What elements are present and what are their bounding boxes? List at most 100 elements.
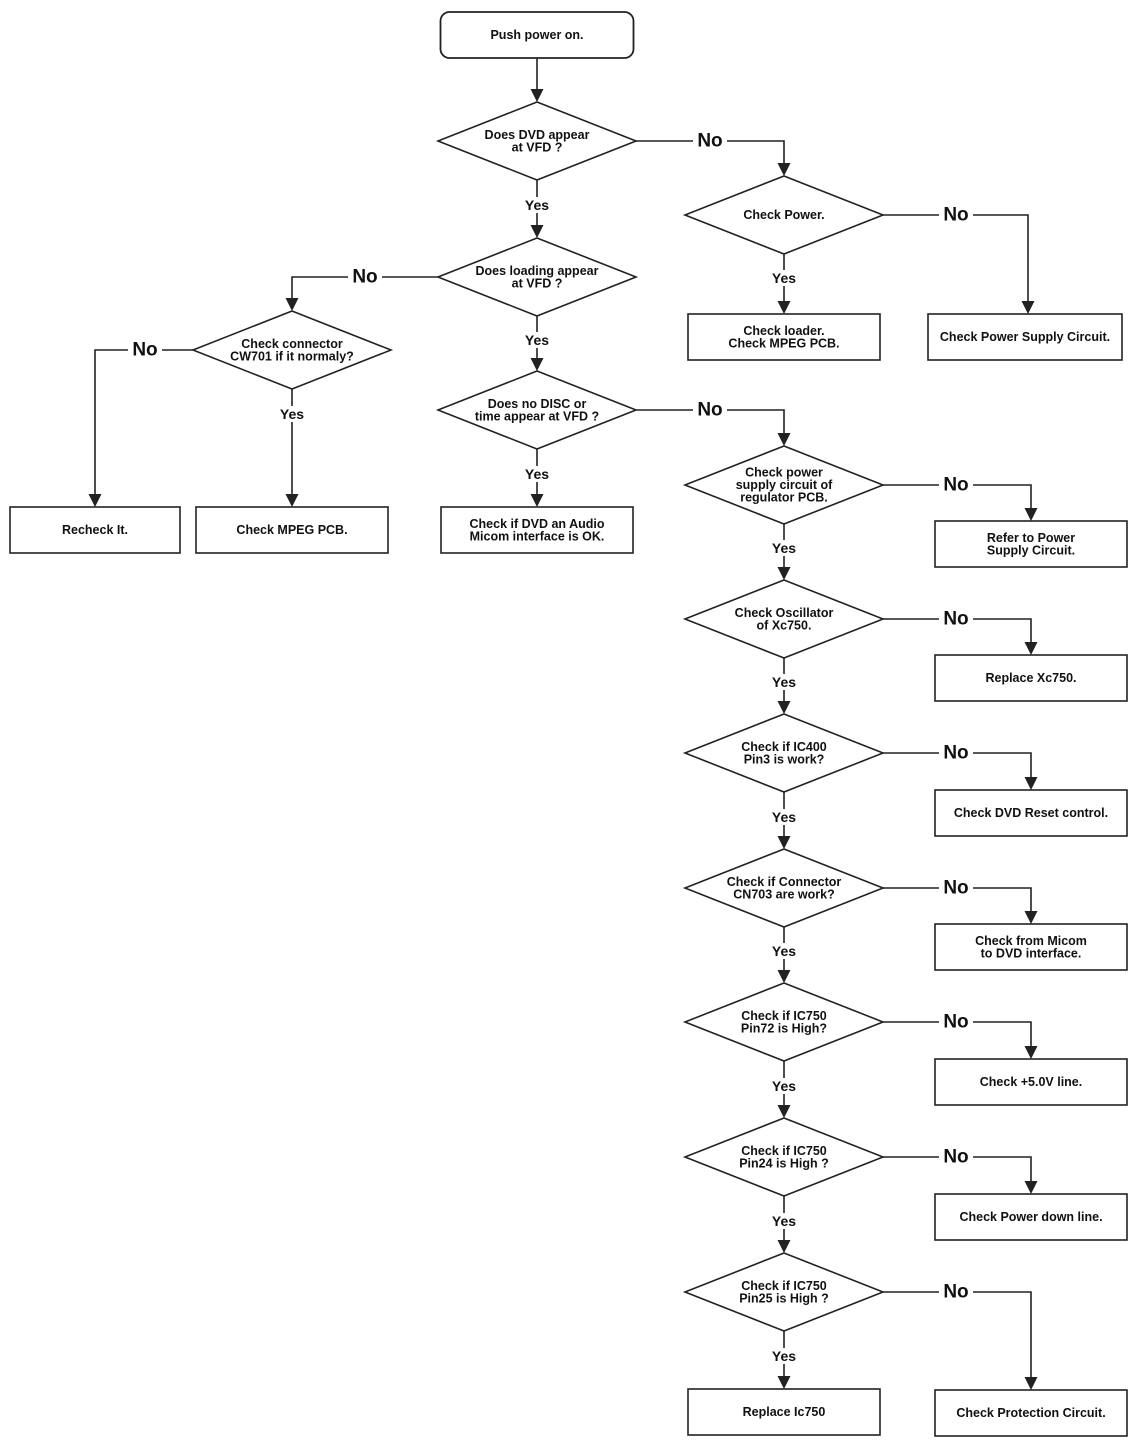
connector-osc-no xyxy=(883,618,1032,643)
node-text-line: time appear at VFD ? xyxy=(475,409,599,423)
node-text-line: Does no DISC or xyxy=(488,397,587,411)
node-text-line: Pin72 is High? xyxy=(741,1021,827,1035)
node-text-line: Check if IC750 xyxy=(741,1144,827,1158)
arrowhead-reg-no xyxy=(1024,508,1038,521)
node-text-line: Check from Micom xyxy=(975,934,1087,948)
decision-diamond xyxy=(682,445,886,525)
label-bg-pin72-yes xyxy=(769,1078,799,1094)
decision-diamond xyxy=(682,1117,886,1197)
node-r-5v-line: Check +5.0V line. xyxy=(934,1058,1128,1106)
connector-reg-no xyxy=(883,484,1032,509)
arrowhead-cw701-yes xyxy=(285,494,299,507)
label-bg-ic400-no xyxy=(939,742,973,764)
result-box xyxy=(934,654,1128,702)
label-bg-pin72-no xyxy=(939,1011,973,1033)
node-text-line: Check MPEG PCB. xyxy=(236,523,347,537)
arrowhead-pin72-yes xyxy=(777,1105,791,1118)
node-text-line: Does loading appear xyxy=(476,264,599,278)
arrowhead-power-no xyxy=(1021,301,1035,314)
connector-power-no xyxy=(883,214,1029,302)
node-text-line: to DVD interface. xyxy=(981,946,1082,960)
result-box xyxy=(9,506,181,554)
node-text-line: Check Protection Circuit. xyxy=(956,1406,1105,1420)
node-text-line: of Xc750. xyxy=(757,618,812,632)
label-no-dvd-no: No xyxy=(697,131,722,152)
arrowhead-start-to-dvd xyxy=(530,89,544,102)
result-box xyxy=(195,506,389,554)
decision-diamond xyxy=(435,237,639,317)
result-box xyxy=(440,506,634,554)
label-yes-pin25-yes: Yes xyxy=(772,1348,796,1364)
node-text-line: Check if IC750 xyxy=(741,1009,827,1023)
node-text-line: CW701 if it normaly? xyxy=(230,349,354,363)
decision-diamond xyxy=(682,713,886,793)
arrowhead-cn703-yes xyxy=(777,970,791,983)
node-text-line: Pin3 is work? xyxy=(744,752,825,766)
decision-diamond xyxy=(435,101,639,181)
node-r-power-supply-circuit: Check Power Supply Circuit. xyxy=(927,313,1123,361)
label-no-loading-no: No xyxy=(352,267,377,288)
connector-dvd-no xyxy=(636,140,785,164)
node-text-line: Push power on. xyxy=(490,28,583,42)
label-no-cn703-no: No xyxy=(943,878,968,899)
arrowhead-dvd-no xyxy=(777,163,791,176)
label-yes-reg-yes: Yes xyxy=(772,540,796,556)
node-start: Push power on. xyxy=(439,11,635,59)
result-box xyxy=(927,313,1123,361)
connector-pin72-no xyxy=(883,1021,1032,1047)
arrowhead-pin24-no xyxy=(1024,1181,1038,1194)
node-text-line: supply circuit of xyxy=(736,478,833,492)
arrowhead-reg-yes xyxy=(777,567,791,580)
node-text-line: Check power xyxy=(745,466,823,480)
node-text-line: regulator PCB. xyxy=(740,491,828,505)
label-yes-dvd-yes: Yes xyxy=(525,197,549,213)
node-text-line: at VFD ? xyxy=(512,276,563,290)
label-no-pin24-no: No xyxy=(943,1147,968,1168)
node-text-line: CN703 are work? xyxy=(733,887,834,901)
label-bg-power-no xyxy=(939,204,973,226)
node-text-line: Supply Circuit. xyxy=(987,543,1075,557)
label-bg-osc-no xyxy=(939,608,973,630)
label-yes-power-yes: Yes xyxy=(772,270,796,286)
decision-diamond xyxy=(682,1252,886,1332)
label-bg-reg-no xyxy=(939,474,973,496)
arrowhead-ic400-yes xyxy=(777,836,791,849)
decision-diamond xyxy=(682,175,886,255)
node-text-line: Check if IC400 xyxy=(741,740,827,754)
label-bg-ic400-yes xyxy=(769,809,799,825)
arrowhead-loading-no xyxy=(285,298,299,311)
node-r-replace-xc750: Replace Xc750. xyxy=(934,654,1128,702)
node-text-line: Check Oscillator xyxy=(735,606,834,620)
label-bg-pin25-yes xyxy=(769,1348,799,1364)
label-yes-pin72-yes: Yes xyxy=(772,1078,796,1094)
connector-ic400-no xyxy=(883,752,1032,778)
connector-nodisc-no xyxy=(636,409,785,434)
label-bg-loading-no xyxy=(348,266,382,288)
arrowhead-loading-yes xyxy=(530,358,544,371)
label-yes-cw701-yes: Yes xyxy=(280,406,304,422)
node-text-line: Check loader. xyxy=(743,324,824,338)
node-text-line: Check Power. xyxy=(743,208,824,222)
label-bg-pin24-yes xyxy=(769,1213,799,1229)
decision-diamond xyxy=(682,579,886,659)
arrowhead-nodisc-no xyxy=(777,433,791,446)
result-box xyxy=(934,1058,1128,1106)
label-no-ic400-no: No xyxy=(943,743,968,764)
arrowhead-pin72-no xyxy=(1024,1046,1038,1059)
label-bg-reg-yes xyxy=(769,540,799,556)
arrowhead-nodisc-yes xyxy=(530,494,544,507)
arrowhead-dvd-yes xyxy=(530,225,544,238)
connector-loading-no xyxy=(291,276,438,299)
label-no-reg-no: No xyxy=(943,475,968,496)
node-r-recheck: Recheck It. xyxy=(9,506,181,554)
